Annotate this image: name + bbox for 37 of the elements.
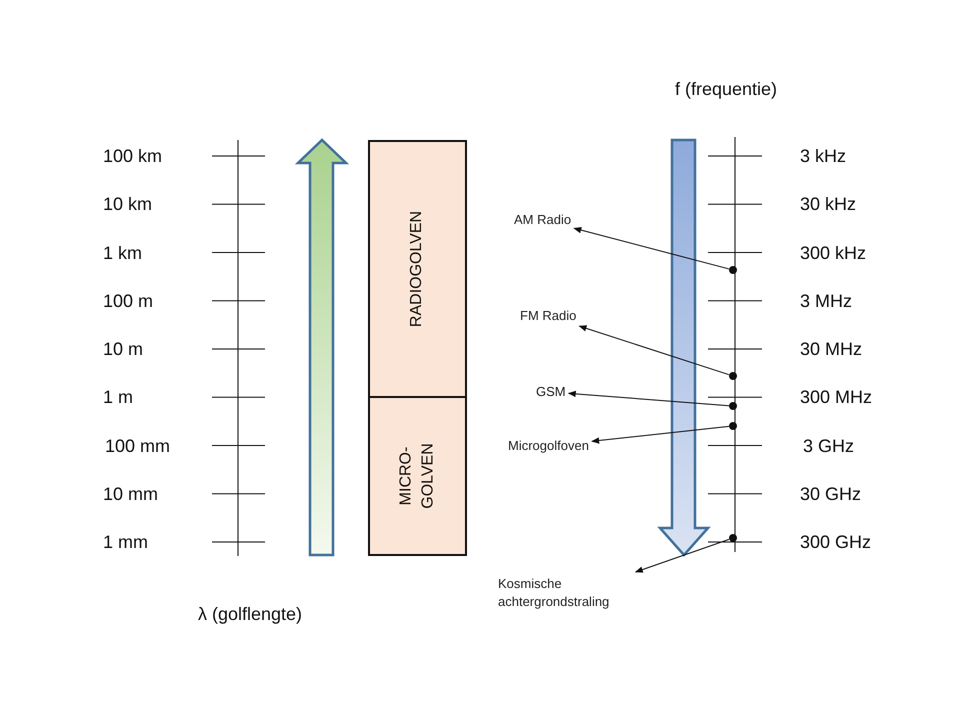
leader-line xyxy=(634,538,730,573)
leader-line xyxy=(578,325,730,376)
scale-label: 3 GHz xyxy=(803,434,854,456)
scale-label: 1 km xyxy=(103,242,142,264)
leader-text: AM Radio xyxy=(514,211,572,229)
leader-text: Kosmische achtergrondstraling xyxy=(498,575,653,611)
scale-label: 100 mm xyxy=(105,434,170,456)
leader-text: Microgolfoven xyxy=(508,437,589,455)
scale-label: 100 m xyxy=(103,290,154,312)
leader-line xyxy=(568,390,730,406)
leader-text: GSM xyxy=(536,383,566,401)
point-dot xyxy=(729,402,737,410)
scale-label: 30 kHz xyxy=(800,193,856,216)
scale-label: 300 kHz xyxy=(800,242,866,264)
scale-label: 1 m xyxy=(103,386,134,408)
scale-label: f (frequentie) xyxy=(675,78,778,100)
scale-label: λ (golflengte) xyxy=(198,603,302,625)
point-dot xyxy=(729,372,737,380)
scale-label: 10 km xyxy=(103,193,152,216)
scale-label: 300 GHz xyxy=(800,531,872,553)
region-box: RADIOGOLVEN xyxy=(368,140,467,398)
scale-label: 3 MHz xyxy=(800,290,852,312)
scale-label: 30 MHz xyxy=(800,338,862,360)
leader-line xyxy=(591,426,730,444)
point-dot xyxy=(729,534,737,542)
scale-label: 1 mm xyxy=(103,531,148,553)
scale-label: 300 MHz xyxy=(800,386,872,408)
point-dot xyxy=(729,266,737,274)
scale-label: 10 mm xyxy=(103,482,158,505)
region-box: MICRO- GOLVEN xyxy=(368,396,467,556)
leader-line xyxy=(573,227,730,270)
scale-label: 3 kHz xyxy=(800,145,846,167)
point-dot xyxy=(729,422,737,430)
scale-label: 100 km xyxy=(103,145,162,167)
leader-text: FM Radio xyxy=(520,307,576,325)
scale-label: 10 m xyxy=(103,338,144,360)
scale-label: 30 GHz xyxy=(800,482,862,505)
